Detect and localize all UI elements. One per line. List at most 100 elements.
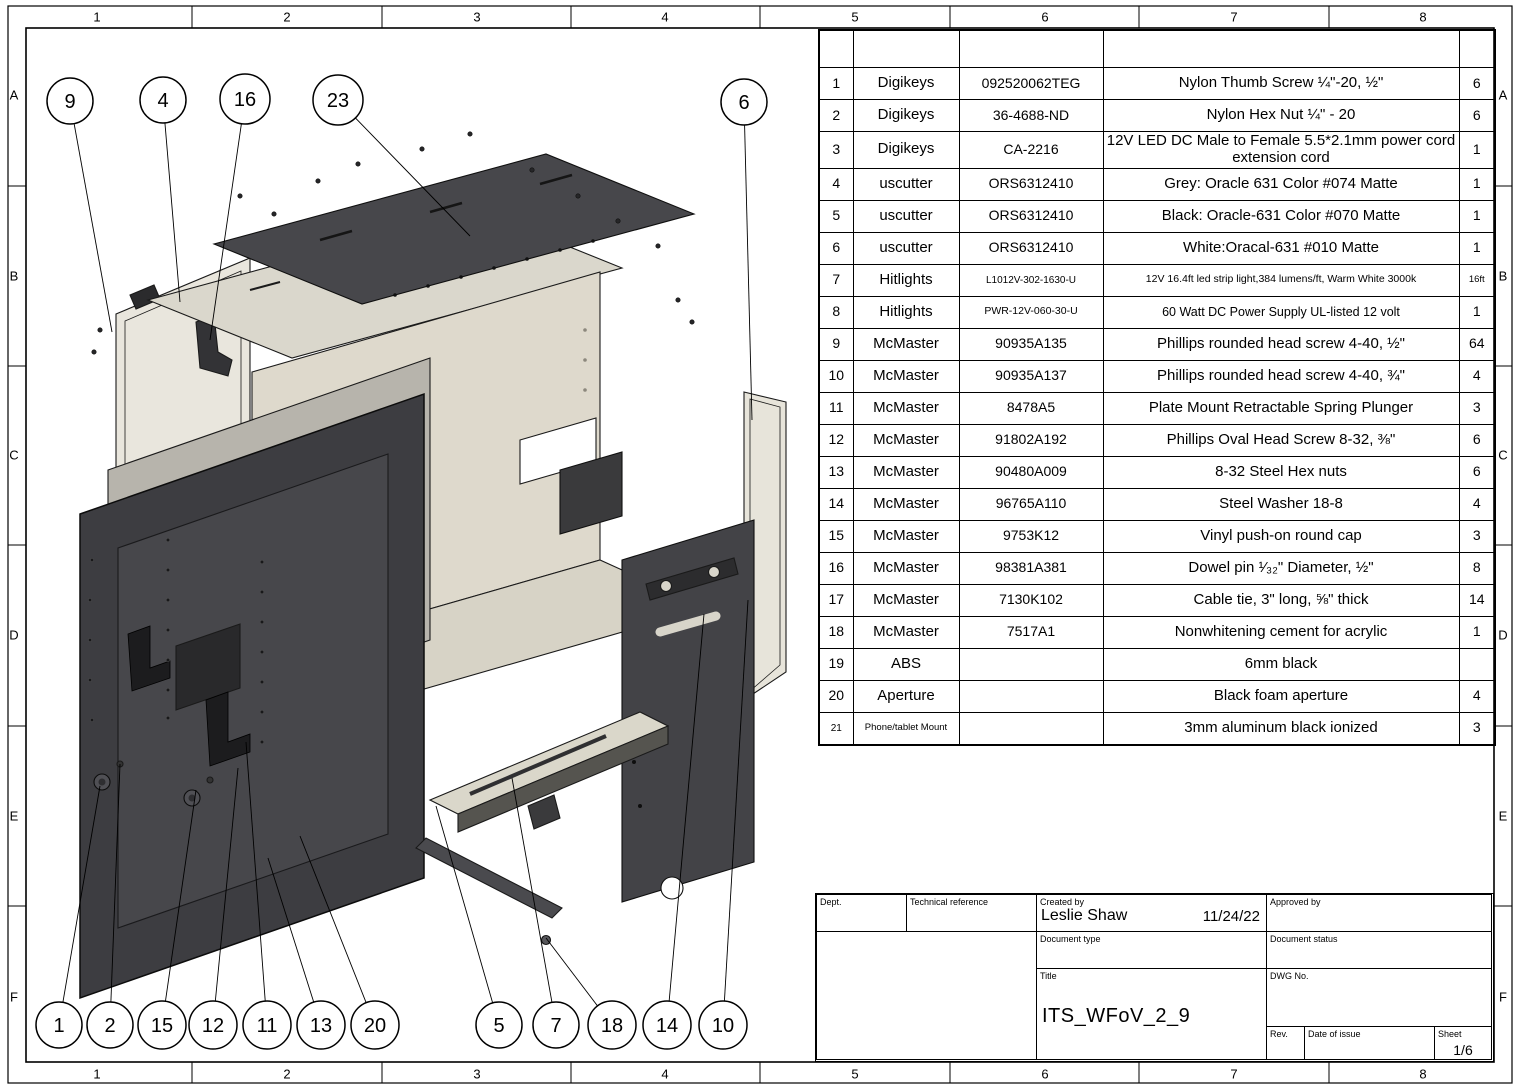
svg-text:23: 23 xyxy=(327,90,349,112)
mount-hole xyxy=(659,579,673,593)
bom-spacer-row xyxy=(818,29,1496,68)
bom-description: Black: Oracle-631 Color #070 Matte xyxy=(1102,199,1460,233)
zone-col-label: 3 xyxy=(473,9,481,25)
bom-part-number: ORS6312410 xyxy=(958,199,1104,233)
balloon-callout: 2 xyxy=(86,1001,134,1049)
top-lid-panel xyxy=(212,153,696,305)
zone-col-label: 6 xyxy=(1041,9,1049,25)
title-block-title-cell: Title ITS_WFoV_2_9 xyxy=(1036,968,1267,1060)
bom-part-number: 90935A137 xyxy=(958,359,1104,393)
bom-part-number xyxy=(958,711,1104,746)
bom-vendor: McMaster xyxy=(852,455,960,489)
bom-quantity: 64 xyxy=(1458,327,1496,361)
bom-quantity: 1 xyxy=(1458,167,1496,201)
bom-description: 3mm aluminum black ionized xyxy=(1102,711,1460,746)
zone-col-label: 4 xyxy=(661,1066,669,1082)
bom-quantity: 3 xyxy=(1458,711,1496,746)
rev-label: Rev. xyxy=(1270,1029,1288,1039)
bom-item-number: 10 xyxy=(818,359,854,393)
bom-part-number: 98381A381 xyxy=(958,551,1104,585)
zone-col-label: 8 xyxy=(1419,1066,1427,1082)
bom-part-number xyxy=(958,679,1104,713)
sill-bracket xyxy=(527,794,561,830)
front-bracket xyxy=(127,625,171,692)
bom-row: 4 uscutter ORS6312410 Grey: Oracle 631 C… xyxy=(818,167,1496,201)
bom-description: 12V 16.4ft led strip light,384 lumens/ft… xyxy=(1102,263,1460,297)
bom-row: 6 uscutter ORS6312410 White:Oracal-631 #… xyxy=(818,231,1496,265)
bom-part-number: 36-4688-ND xyxy=(958,99,1104,132)
svg-text:4: 4 xyxy=(157,90,168,112)
bom-item-number: 19 xyxy=(818,647,854,681)
zone-row-label: A xyxy=(1498,87,1508,103)
oval-head-screw xyxy=(206,776,214,784)
bom-quantity: 1 xyxy=(1458,199,1496,233)
bom-vendor: McMaster xyxy=(852,391,960,425)
svg-text:9: 9 xyxy=(64,91,75,113)
bom-item-number: 1 xyxy=(818,67,854,100)
bom-vendor: McMaster xyxy=(852,487,960,521)
bom-description: Nonwhitening cement for acrylic xyxy=(1102,615,1460,649)
bom-item-number: 13 xyxy=(818,455,854,489)
zone-col-label: 6 xyxy=(1041,1066,1049,1082)
zone-col-label: 2 xyxy=(283,9,291,25)
balloon-callout: 18 xyxy=(587,1000,637,1050)
bom-description: Steel Washer 18-8 xyxy=(1102,487,1460,521)
bom-item-number: 6 xyxy=(818,231,854,265)
balloon-callout: 16 xyxy=(219,73,271,125)
bom-part-number: 96765A110 xyxy=(958,487,1104,521)
bom-row: 15 McMaster 9753K12 Vinyl push-on round … xyxy=(818,519,1496,553)
bom-item-number: 14 xyxy=(818,487,854,521)
svg-text:6: 6 xyxy=(738,92,749,114)
bom-row: 13 McMaster 90480A009 8-32 Steel Hex nut… xyxy=(818,455,1496,489)
bom-item-number: 7 xyxy=(818,263,854,297)
bom-description: Vinyl push-on round cap xyxy=(1102,519,1460,553)
right-side-panel xyxy=(621,519,755,903)
bom-quantity: 16ft xyxy=(1458,263,1496,297)
bom-row: 20 Aperture Black foam aperture 4 xyxy=(818,679,1496,713)
bom-row: 7 Hitlights L1012V-302-1630-U 12V 16.4ft… xyxy=(818,263,1496,297)
bom-item-number: 4 xyxy=(818,167,854,201)
created-by-label: Created by xyxy=(1040,897,1085,907)
bom-quantity: 4 xyxy=(1458,487,1496,521)
zone-row-label: E xyxy=(1498,808,1508,824)
zone-col-label: 4 xyxy=(661,9,669,25)
approved-by-label: Approved by xyxy=(1270,897,1321,907)
bom-item-number: 21 xyxy=(818,711,854,746)
bom-row: 18 McMaster 7517A1 Nonwhitening cement f… xyxy=(818,615,1496,649)
parts-list-table: 1 Digikeys 092520062TEG Nylon Thumb Scre… xyxy=(818,29,1496,746)
bom-row: 5 uscutter ORS6312410 Black: Oracle-631 … xyxy=(818,199,1496,233)
balloon-callout: 12 xyxy=(188,1000,238,1050)
zone-row-label: E xyxy=(9,808,19,824)
lid-screw-holes xyxy=(393,239,595,297)
bom-vendor: McMaster xyxy=(852,551,960,585)
created-by-value: Leslie Shaw xyxy=(1041,907,1128,924)
bom-item-number: 3 xyxy=(818,131,854,169)
bom-item-number: 17 xyxy=(818,583,854,617)
bom-part-number: 8478A5 xyxy=(958,391,1104,425)
technical-reference-label: Technical reference xyxy=(910,897,989,907)
drawing-title: ITS_WFoV_2_9 xyxy=(1042,1005,1191,1027)
bom-vendor: McMaster xyxy=(852,359,960,393)
bom-part-number: 9753K12 xyxy=(958,519,1104,553)
bom-description: Phillips rounded head screw 4-40, ½" xyxy=(1102,327,1460,361)
panel-notch xyxy=(660,876,684,900)
bom-quantity: 6 xyxy=(1458,67,1496,100)
svg-text:13: 13 xyxy=(310,1015,332,1037)
document-type-label: Document type xyxy=(1040,934,1101,944)
balloon-callout: 6 xyxy=(720,78,768,126)
zone-row-label: C xyxy=(9,447,19,463)
bom-item-number: 12 xyxy=(818,423,854,457)
bom-quantity xyxy=(1458,647,1496,681)
bom-vendor: McMaster xyxy=(852,615,960,649)
bom-description: Plate Mount Retractable Spring Plunger xyxy=(1102,391,1460,425)
bom-description: 6mm black xyxy=(1102,647,1460,681)
balloon-callout: 20 xyxy=(350,1000,400,1050)
bom-row: 2 Digikeys 36-4688-ND Nylon Hex Nut ¼" -… xyxy=(818,99,1496,132)
bom-description: Nylon Hex Nut ¼" - 20 xyxy=(1102,99,1460,132)
front-panel-window xyxy=(175,623,241,711)
title-block-document-status-cell: Document status xyxy=(1266,931,1492,969)
front-panel-recess xyxy=(117,453,389,929)
title-block-dept-cell: Dept. xyxy=(816,894,907,932)
title-block-technical-reference-cell: Technical reference xyxy=(906,894,1037,932)
